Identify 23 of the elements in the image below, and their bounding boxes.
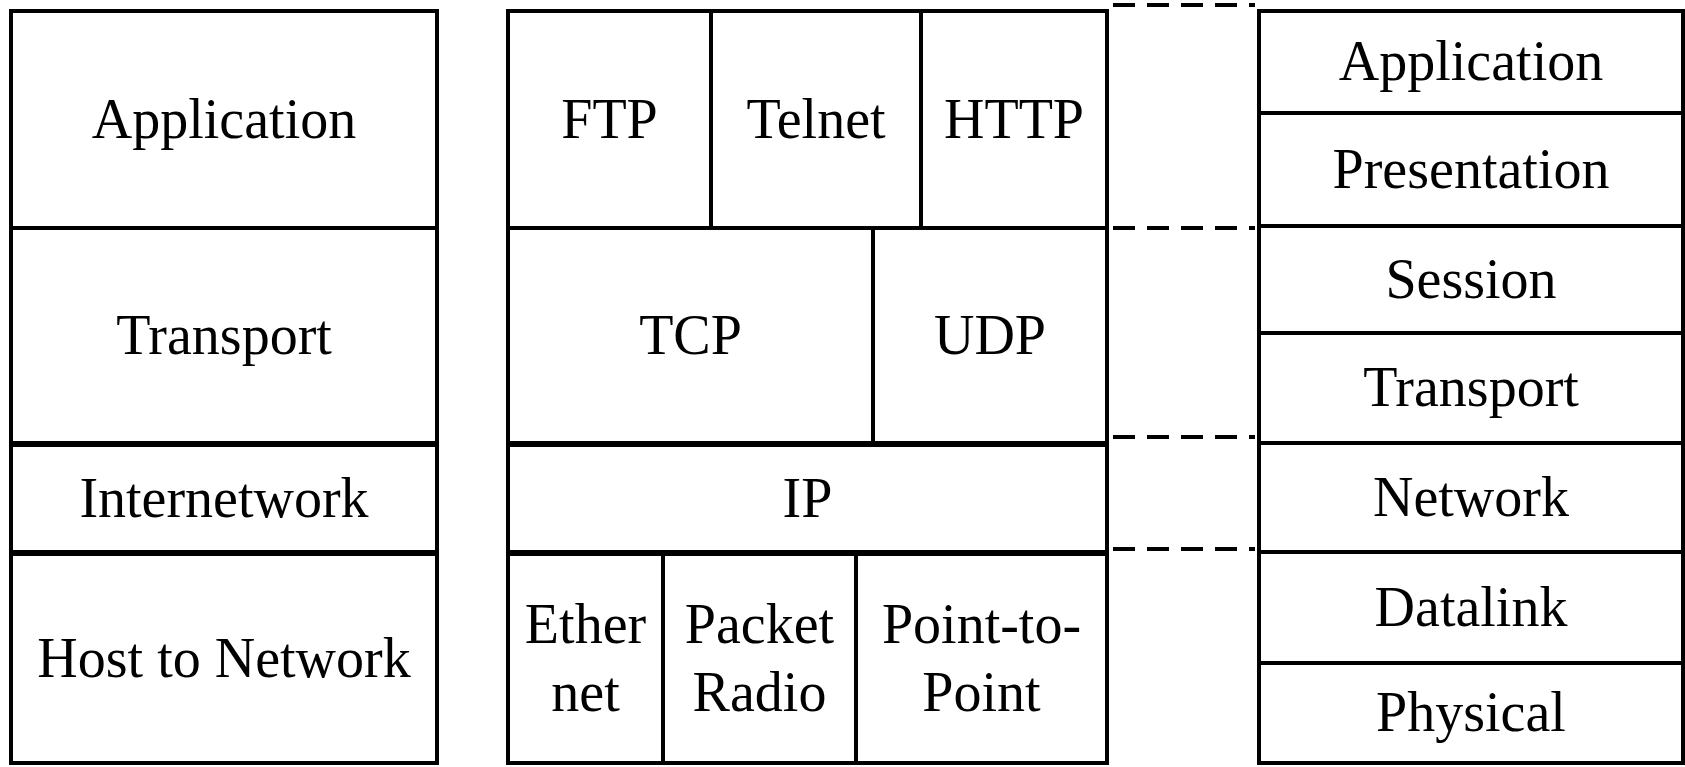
layer-label: Presentation — [1332, 136, 1610, 202]
layer-label: Session — [1385, 246, 1557, 312]
layer-label: Application — [1338, 29, 1604, 95]
layer-label: Transport — [1363, 355, 1579, 421]
layer-label: FTP — [561, 86, 658, 152]
layer-label: Internetwork — [79, 465, 369, 531]
layer-label: Network — [1373, 464, 1569, 530]
layer-label: Application — [91, 86, 357, 152]
layer-label: HTTP — [944, 86, 1084, 152]
layer-label: Ether net — [523, 592, 648, 725]
layer-box — [9, 443, 439, 554]
layer-label: Point-to-Point — [880, 592, 1083, 725]
layer-label: Telnet — [746, 86, 886, 152]
layer-box — [9, 552, 439, 765]
layer-label: Host to Network — [37, 625, 411, 691]
layer-label: UDP — [934, 302, 1046, 368]
layer-label: Datalink — [1374, 574, 1568, 640]
layer-label: Physical — [1376, 680, 1566, 746]
layer-label: Transport — [116, 302, 332, 368]
layer-label: Packet Radio — [683, 592, 836, 725]
layer-label: IP — [782, 465, 833, 531]
layer-label: TCP — [639, 302, 742, 368]
layer-box — [506, 443, 1109, 554]
